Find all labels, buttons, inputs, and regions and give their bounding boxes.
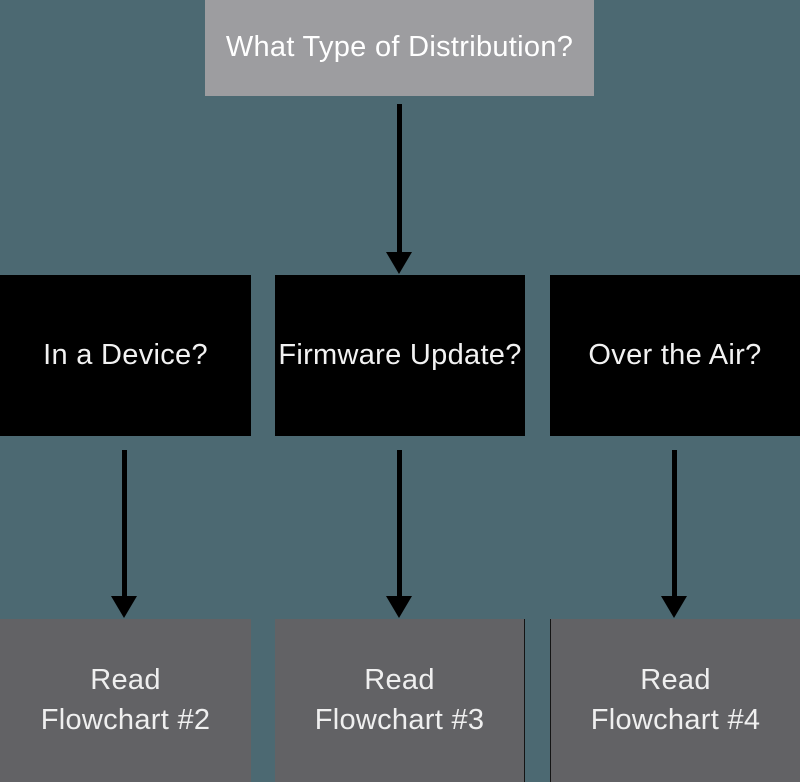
result-label-line1: Read: [90, 664, 161, 697]
arrow-head-icon: [386, 252, 412, 274]
decision-label: In a Device?: [43, 338, 208, 371]
result-label-line1: Read: [364, 664, 435, 697]
arrow-shaft: [671, 450, 677, 596]
result-label-line2: Flowchart #4: [590, 703, 761, 736]
root-question-label: What Type of Distribution?: [225, 31, 574, 64]
arrow-head-icon: [111, 596, 137, 618]
decision-node-in-a-device: In a Device?: [0, 275, 251, 436]
decision-label: Firmware Update?: [278, 338, 522, 371]
arrow-head-icon: [661, 596, 687, 618]
arrow-head-icon: [386, 596, 412, 618]
arrow-shaft: [396, 104, 402, 252]
result-label-line2: Flowchart #3: [314, 703, 485, 736]
decision-node-over-the-air: Over the Air?: [550, 275, 800, 436]
decision-label: Over the Air?: [588, 338, 762, 371]
arrow-air-to-flowchart-4: [661, 450, 687, 618]
root-question-node: What Type of Distribution?: [205, 0, 594, 96]
arrow-shaft: [121, 450, 127, 596]
decision-node-firmware-update: Firmware Update?: [275, 275, 525, 436]
arrow-firmware-to-flowchart-3: [386, 450, 412, 618]
arrow-root-to-firmware-update: [386, 104, 412, 274]
result-label-line2: Flowchart #2: [40, 703, 211, 736]
arrow-shaft: [396, 450, 402, 596]
arrow-device-to-flowchart-2: [111, 450, 137, 618]
result-label-line1: Read: [640, 664, 711, 697]
